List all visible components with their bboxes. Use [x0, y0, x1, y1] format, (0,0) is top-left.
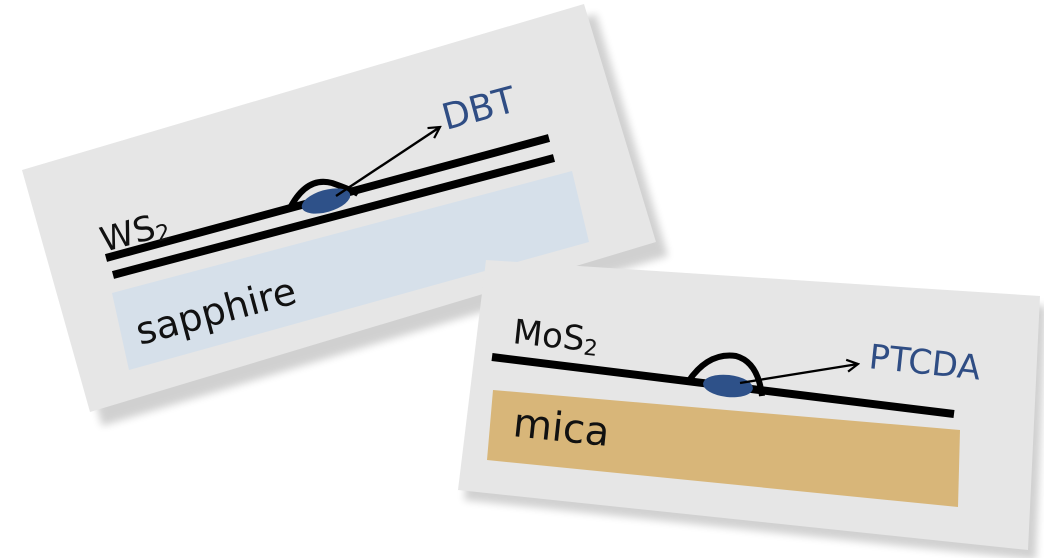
mos2-bump [685, 352, 765, 397]
mos2-label: MoS2 [511, 312, 601, 362]
ws2-label-subscript: 2 [153, 220, 173, 248]
mos2-label-main: MoS [511, 312, 587, 359]
mica-substrate [487, 390, 960, 507]
svg-text:MoS2: MoS2 [511, 312, 601, 362]
mos2-label-subscript: 2 [582, 336, 599, 362]
mos2-card: PTCDA MoS2 mica [458, 260, 1044, 558]
ptcda-molecule [703, 374, 753, 398]
ptcda-arrow [739, 364, 858, 385]
sapphire-substrate [112, 171, 589, 370]
ws2-layer-bottom [111, 154, 556, 279]
ws2-card: DBT WS2 sapphire [22, 4, 668, 426]
mica-label: mica [511, 400, 612, 456]
dbt-arrow [335, 127, 440, 197]
ws2-bump [286, 178, 360, 212]
